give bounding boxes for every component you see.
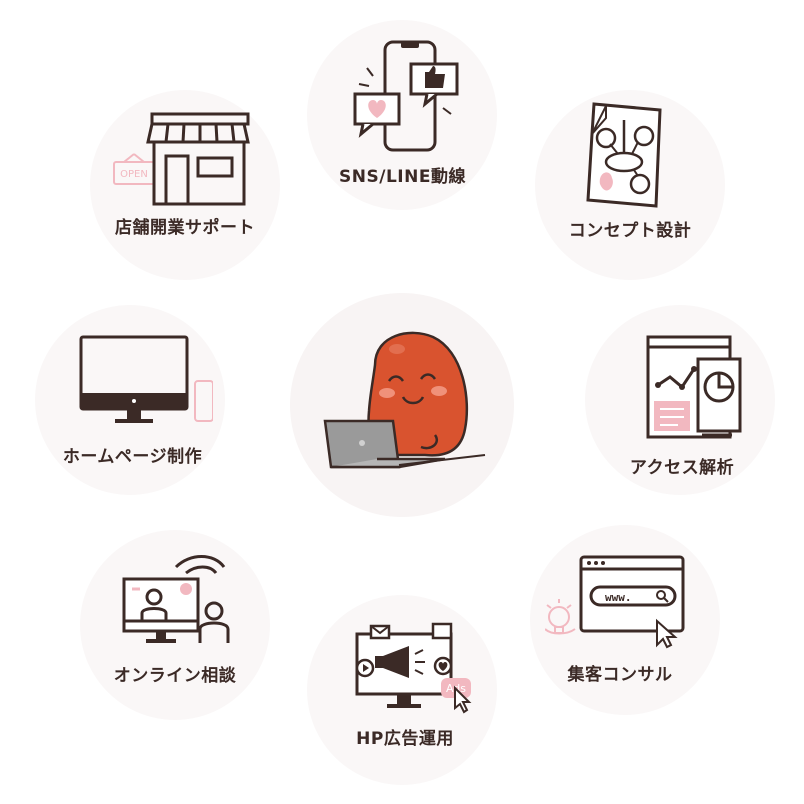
service-label: ホームページ制作 (62, 447, 203, 467)
service-label: アクセス解析 (629, 458, 735, 478)
service-store-opening: OPEN 店舗開業サポート (95, 112, 275, 238)
mascot-with-laptop-icon (323, 331, 486, 469)
service-label: HP広告運用 (356, 729, 454, 749)
service-homepage-production: ホームページ制作 (40, 335, 225, 467)
service-online-consultation: オンライン相談 (95, 555, 255, 686)
service-label: SNS/LINE動線 (339, 167, 466, 187)
service-customer-consulting: www. 集客コンサル (535, 555, 705, 685)
storefront-icon: OPEN (113, 112, 250, 206)
service-concept-design: コンセプト設計 (545, 100, 715, 241)
video-call-icon (122, 555, 230, 643)
smartphone-social-icon (353, 40, 458, 152)
service-label: 集客コンサル (567, 665, 673, 685)
analytics-chart-icon (646, 335, 742, 439)
open-sign-text: OPEN (120, 169, 148, 180)
browser-search-icon: www. (545, 555, 685, 649)
service-label: コンセプト設計 (568, 221, 692, 241)
service-access-analytics: アクセス解析 (602, 335, 762, 478)
megaphone-monitor-icon: Ads (355, 622, 472, 714)
center-mascot (315, 325, 495, 485)
url-text: www. (605, 591, 632, 604)
concept-diagram-icon (586, 102, 662, 208)
service-hp-ad-management: Ads HP広告運用 (330, 622, 480, 749)
service-label: 店舗開業サポート (115, 218, 255, 238)
desktop-monitor-icon (79, 335, 213, 423)
service-sns-line: SNS/LINE動線 (320, 38, 485, 187)
service-label: オンライン相談 (113, 666, 237, 686)
